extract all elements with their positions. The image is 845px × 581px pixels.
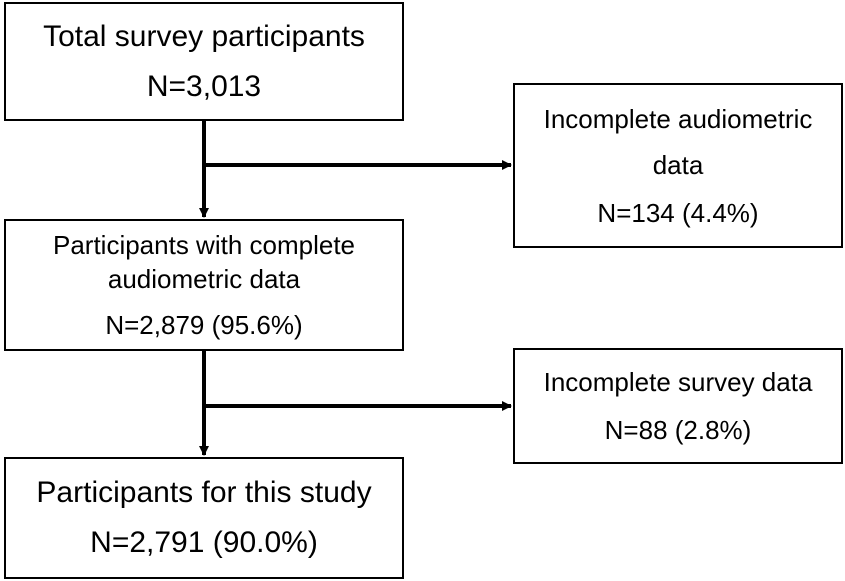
incomplete-audiometric-label-line1: Incomplete audiometric	[543, 103, 813, 134]
complete-audiometric-count: N=2,879 (95.6%)	[105, 310, 303, 340]
incomplete-audiometric-label-line2: data	[652, 149, 704, 180]
complete-audiometric-box: Participants with complete audiometric d…	[4, 219, 404, 351]
final-participants-count: N=2,791 (90.0%)	[90, 526, 318, 559]
total-participants-box: Total survey participants N=3,013	[4, 2, 404, 121]
total-participants-label: Total survey participants	[43, 19, 365, 53]
final-participants-box: Participants for this study N=2,791 (90.…	[4, 457, 404, 579]
incomplete-audiometric-box: Incomplete audiometric data N=134 (4.4%)	[513, 83, 843, 248]
incomplete-survey-label: Incomplete survey data	[543, 367, 813, 397]
incomplete-survey-box: Incomplete survey data N=88 (2.8%)	[513, 348, 843, 464]
final-participants-label: Participants for this study	[36, 476, 372, 509]
complete-audiometric-label-line2: audiometric data	[107, 264, 301, 294]
incomplete-survey-count: N=88 (2.8%)	[604, 415, 752, 445]
total-participants-count: N=3,013	[146, 69, 262, 103]
incomplete-audiometric-count: N=134 (4.4%)	[597, 197, 759, 228]
complete-audiometric-label-line1: Participants with complete	[52, 230, 356, 260]
